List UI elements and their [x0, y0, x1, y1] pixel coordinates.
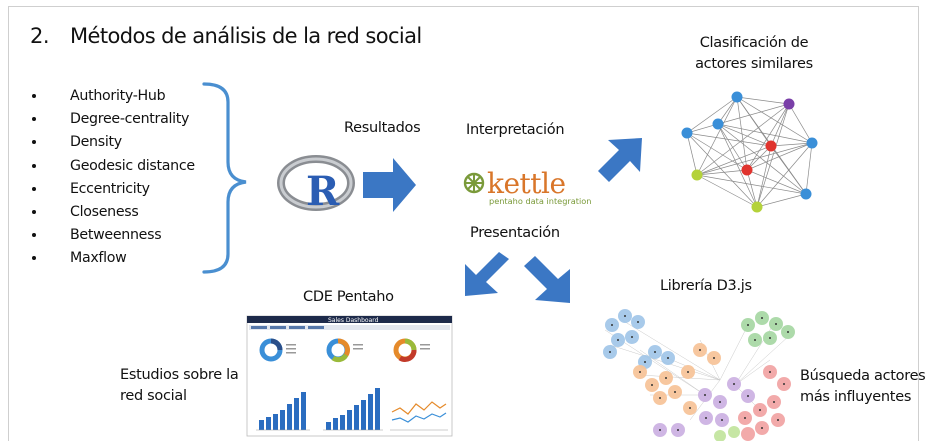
list-item: Closeness: [30, 202, 195, 225]
arrow-down-right-icon: [524, 256, 570, 303]
label-libreria-d3: Librería D3.js: [660, 278, 752, 294]
network-graph-icon: [686, 96, 813, 208]
list-item: Geodesic distance: [30, 156, 195, 179]
methods-list: Authority-Hub Degree-centrality Density …: [30, 86, 195, 272]
network-nodes: [681, 91, 818, 213]
list-item: Authority-Hub: [30, 86, 195, 109]
label-interpretacion: Interpretación: [466, 122, 565, 138]
label-clasificacion-line2: actores similares: [695, 56, 813, 72]
label-clasificacion-line1: Clasificación de: [699, 35, 809, 51]
label-cde-pentaho: CDE Pentaho: [303, 289, 394, 305]
list-item: Density: [30, 132, 195, 155]
list-item: Betweenness: [30, 225, 195, 248]
label-resultados: Resultados: [344, 120, 421, 136]
slide-frame: [8, 6, 919, 441]
label-presentacion: Presentación: [470, 225, 560, 241]
label-estudios-line2: red social: [120, 388, 187, 404]
page-title: Métodos de análisis de la red social: [70, 24, 422, 48]
d3-cluster-graph-icon: [603, 309, 795, 441]
section-number: 2.: [30, 24, 50, 48]
label-estudios-line1: Estudios sobre la: [120, 367, 239, 383]
arrow-down-left-icon: [465, 252, 509, 296]
curly-brace-icon: [202, 82, 247, 274]
arrow-up-right-icon: [598, 138, 642, 182]
label-clasificacion: Clasificación de actores similares: [680, 33, 828, 75]
list-item: Degree-centrality: [30, 109, 195, 132]
label-busqueda-line1: Búsqueda actores: [800, 368, 926, 384]
label-busqueda-line2: más influyentes: [800, 389, 912, 405]
r-letter: R: [306, 168, 340, 215]
arrow-right-icon: [363, 158, 416, 212]
r-logo-icon: R: [277, 155, 355, 215]
list-item: Maxflow: [30, 248, 195, 271]
kettle-logo-icon: kettle pentaho data integration: [463, 167, 591, 206]
list-item: Eccentricity: [30, 179, 195, 202]
dashboard-title: Sales Dashboard: [328, 317, 379, 324]
label-busqueda: Búsqueda actores más influyentes: [800, 366, 926, 408]
kettle-subtitle: pentaho data integration: [489, 196, 591, 206]
dashboard-thumbnail-icon: Sales Dashboard: [246, 315, 453, 437]
label-estudios: Estudios sobre la red social: [120, 365, 239, 407]
kettle-word: kettle: [487, 167, 566, 200]
